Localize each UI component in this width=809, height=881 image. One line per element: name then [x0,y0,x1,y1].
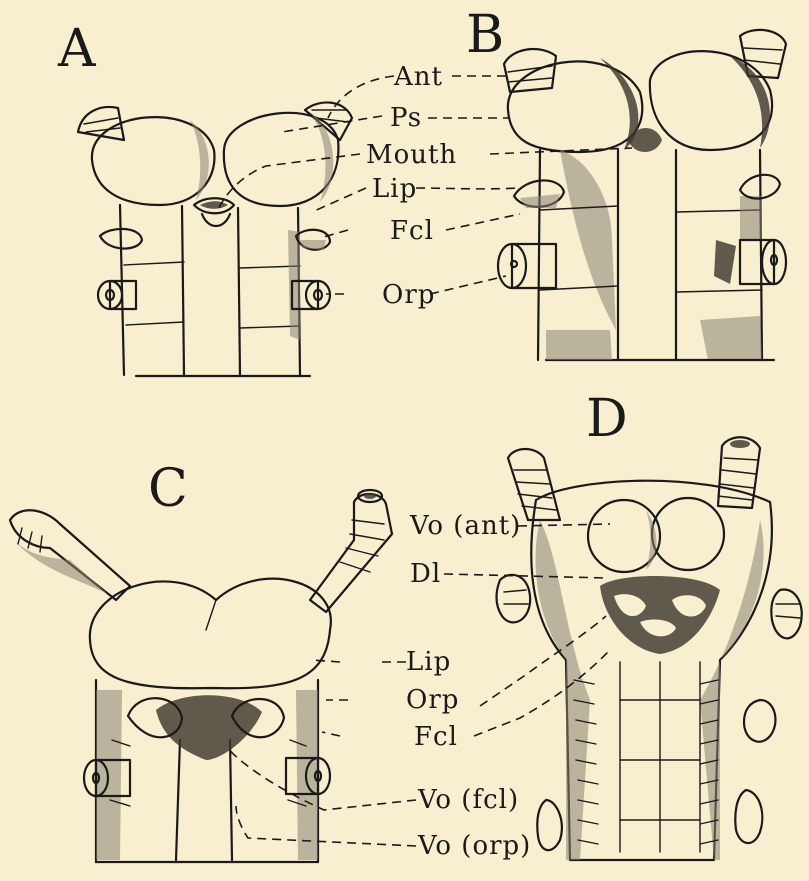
panel-c: C [10,459,392,862]
label-dl: Dl [410,559,441,589]
panel-b: B [466,5,786,360]
panel-d-letter: D [586,389,628,449]
label-fcl-top: Fcl [390,216,434,246]
labels: Ant Ps Mouth Lip Fcl Orp Vo (ant) Dl Lip… [366,62,531,861]
label-orp-top: Orp [382,280,435,310]
panel-a-specimen [78,102,352,376]
label-mouth: Mouth [366,140,457,170]
label-fcl-bottom: Fcl [414,722,458,752]
label-ps: Ps [390,103,422,133]
panel-c-specimen [10,490,392,862]
label-lip-bottom: Lip [406,647,451,677]
panel-a: A [57,19,352,376]
panel-b-specimen [498,30,786,360]
label-ant: Ant [393,62,443,92]
panel-a-letter: A [57,19,97,79]
panel-d: D [497,389,802,860]
panel-d-specimen [497,437,802,860]
label-orp-bottom: Orp [406,685,459,715]
label-lip-top: Lip [372,174,417,204]
panel-c-letter: C [148,459,188,519]
label-vo-fcl: Vo (fcl) [417,785,519,815]
label-vo-orp: Vo (orp) [417,831,531,861]
label-vo-ant: Vo (ant) [409,511,521,541]
panel-b-letter: B [466,5,504,65]
